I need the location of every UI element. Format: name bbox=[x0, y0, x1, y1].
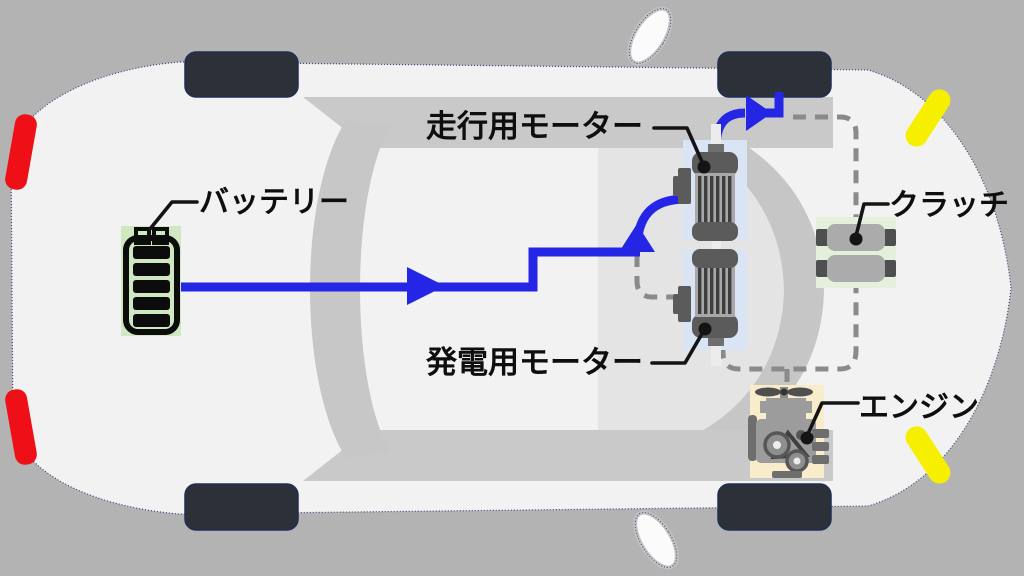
drive-motor-icon bbox=[673, 124, 747, 241]
tire-rear-right-icon bbox=[184, 483, 299, 531]
electric-flow bbox=[180, 92, 784, 305]
generator-electric-dashed-link bbox=[634, 254, 681, 300]
drive-motor-label: 走行用モーター bbox=[426, 109, 643, 145]
tire-front-right-icon bbox=[717, 483, 832, 531]
mechanical-dashed-line bbox=[634, 114, 859, 385]
generator-motor-leader-line bbox=[650, 330, 705, 365]
engine-icon bbox=[748, 385, 829, 478]
electric-arrow-icon-up bbox=[619, 224, 655, 252]
generator-motor-leader-dot bbox=[698, 322, 712, 336]
tail-light-icon bbox=[5, 114, 37, 465]
generator-motor-label: 発電用モーター bbox=[426, 345, 643, 381]
electric-arrow-icon-to-wheel bbox=[746, 95, 772, 131]
tire-rear-left-icon bbox=[184, 51, 299, 98]
clutch-label: クラッチ bbox=[889, 188, 1009, 223]
mirror-icon bbox=[627, 6, 679, 570]
leader-lines bbox=[148, 126, 890, 438]
leader-dots bbox=[697, 160, 863, 445]
tires bbox=[184, 51, 832, 531]
drive-motor-leader-dot bbox=[697, 160, 711, 174]
clutch-leader-dot bbox=[849, 232, 863, 246]
electric-arrow-icon-right bbox=[407, 267, 445, 305]
generator-motor-icon bbox=[673, 249, 747, 366]
drive-motor-leader-line bbox=[652, 126, 705, 166]
battery-leader-line bbox=[148, 200, 199, 231]
electric-line-battery-to-junction bbox=[180, 247, 640, 292]
engine-label: エンジン bbox=[859, 390, 979, 425]
battery-icon bbox=[121, 226, 181, 336]
tire-front-left-icon bbox=[717, 51, 832, 98]
engine-leader-line bbox=[805, 401, 860, 438]
head-light-icon bbox=[905, 89, 951, 484]
engine-leader-dot bbox=[800, 431, 814, 445]
battery-label: バッテリー bbox=[199, 185, 349, 220]
clutch-icon bbox=[816, 217, 896, 288]
clutch-leader-line bbox=[854, 202, 890, 238]
